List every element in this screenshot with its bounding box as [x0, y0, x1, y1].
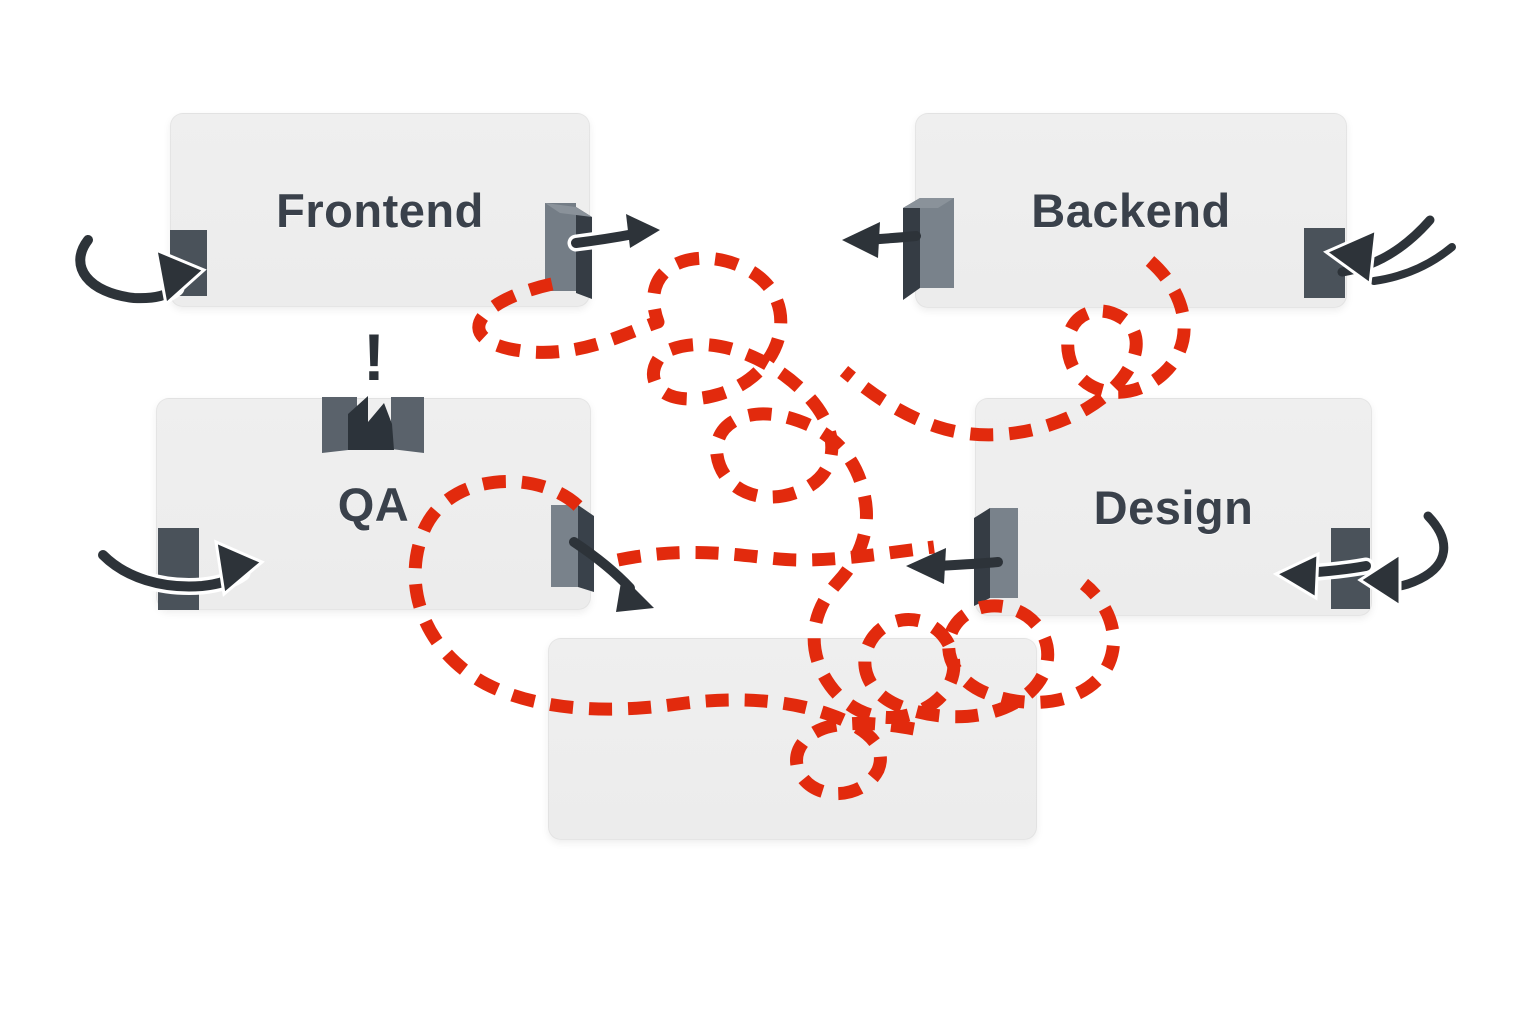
backend-outgoing-arrow-icon: [842, 222, 921, 258]
node-frontend: Frontend: [170, 113, 590, 307]
node-backend: Backend: [915, 113, 1347, 308]
node-design: Design: [975, 398, 1372, 616]
node-design-label: Design: [1093, 480, 1254, 534]
node-qa: QA: [156, 398, 591, 610]
exclamation-icon: !: [363, 320, 385, 394]
node-backend-label: Backend: [1031, 184, 1231, 237]
node-untitled: [548, 638, 1037, 840]
tangled-flow-line-mid: [616, 540, 935, 567]
node-qa-label: QA: [337, 477, 410, 531]
node-frontend-label: Frontend: [276, 183, 484, 237]
